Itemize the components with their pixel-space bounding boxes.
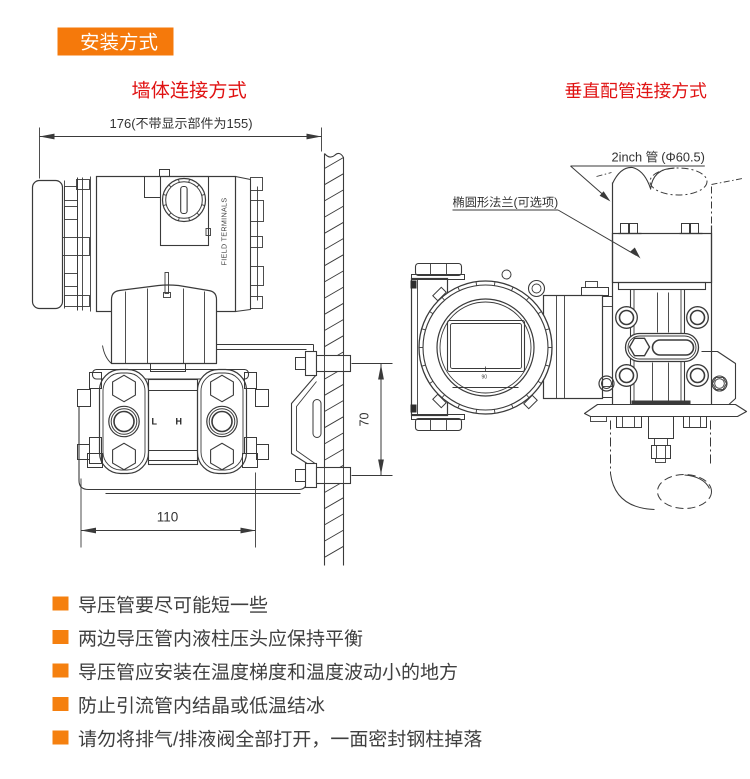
svg-text:H: H bbox=[176, 417, 183, 427]
svg-text:): ) bbox=[554, 196, 558, 210]
svg-text:L: L bbox=[152, 417, 158, 427]
svg-text:2inch: 2inch bbox=[612, 150, 643, 165]
svg-text:(: ( bbox=[514, 196, 518, 210]
svg-text:90: 90 bbox=[482, 375, 488, 381]
svg-text:FIELD TERMINALS: FIELD TERMINALS bbox=[220, 198, 229, 266]
svg-text:155): 155) bbox=[227, 116, 253, 131]
svg-text:176(: 176( bbox=[110, 116, 137, 131]
svg-text:110: 110 bbox=[157, 510, 179, 525]
svg-text:(Φ60.5): (Φ60.5) bbox=[661, 150, 705, 165]
svg-text:70: 70 bbox=[358, 413, 372, 427]
svg-text:/: / bbox=[173, 730, 179, 751]
